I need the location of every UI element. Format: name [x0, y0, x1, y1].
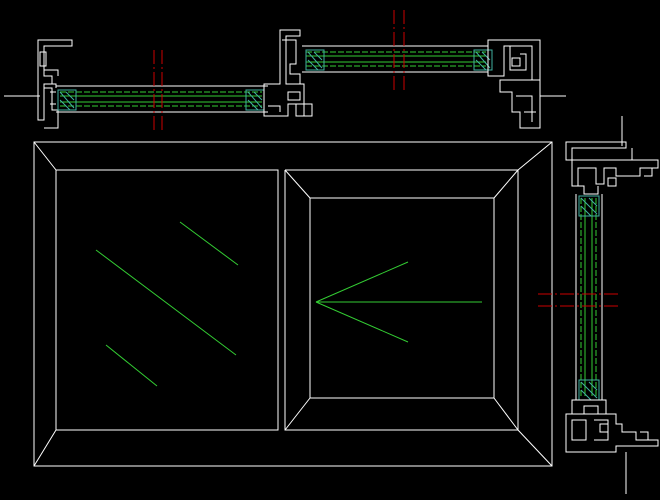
bevel-br	[518, 430, 552, 466]
interlock-profile	[264, 30, 312, 116]
bevel-tr	[518, 142, 552, 170]
sill-profile	[566, 400, 658, 452]
arrow-head-lower	[316, 302, 408, 342]
seal-right-b	[474, 50, 492, 70]
slide-direction-arrow	[316, 262, 482, 342]
fixed-pane-section	[56, 86, 268, 112]
outer-frame	[34, 142, 552, 466]
sash-bevel-tl	[285, 170, 310, 198]
glass-mark-2	[96, 250, 236, 355]
bevel-bl	[34, 430, 56, 466]
left-jamb-profile	[38, 40, 72, 128]
vertical-glass-unit	[576, 194, 602, 400]
right-jamb-profile	[488, 40, 566, 128]
vertical-centerlines	[538, 294, 620, 306]
glass-marks	[96, 222, 238, 386]
section-centerlines	[154, 10, 404, 132]
seal-right-a	[306, 50, 324, 70]
arrow-head-upper	[316, 262, 408, 302]
window-elevation	[34, 142, 552, 466]
sash-bevel-bl	[285, 398, 310, 430]
horizontal-section	[4, 10, 566, 132]
left-frame-inner	[56, 170, 278, 430]
sliding-pane-section	[302, 46, 492, 72]
sliding-sash	[285, 170, 518, 430]
glass-mark-3	[106, 345, 157, 386]
sash-bevel-tr	[494, 170, 518, 198]
sash-inner	[310, 198, 494, 398]
bevel-tl	[34, 142, 56, 170]
seal-top	[579, 196, 599, 216]
vertical-section	[538, 116, 658, 494]
seal-left-a	[58, 90, 76, 110]
head-profile	[566, 142, 658, 194]
sash-bevel-br	[494, 398, 518, 430]
glass-mark-1	[180, 222, 238, 265]
